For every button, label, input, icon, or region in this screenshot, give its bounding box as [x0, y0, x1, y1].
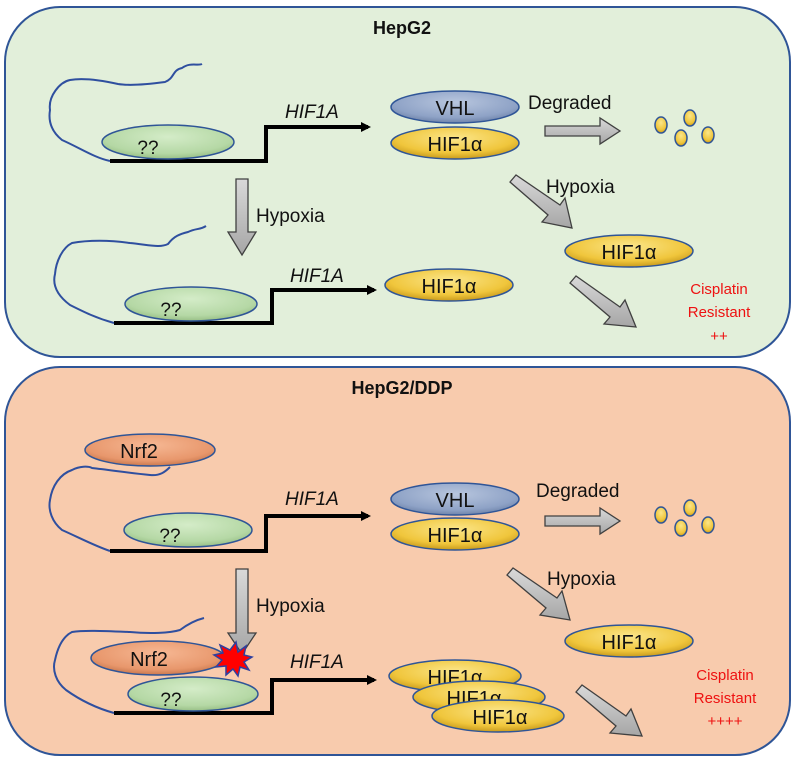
fragment	[654, 506, 668, 524]
gene-label: HIF1A	[285, 489, 339, 510]
unknown-factor-hypoxia	[124, 286, 258, 322]
unknown-factor	[123, 512, 253, 548]
dna-strand-hypoxia	[53, 225, 207, 324]
panel-hepg2-ddp: HepG2/DDP Nrf2 ?? HIF1A VHL HIF1α Degrad…	[4, 366, 791, 756]
degradation-burst-icon	[212, 640, 254, 678]
resistance-line-1: Cisplatin	[696, 667, 754, 684]
dna-strand	[48, 465, 171, 552]
resistance-line-1: Cisplatin	[690, 281, 748, 298]
resistance-level: ++++	[707, 713, 742, 730]
hypoxia-label: Hypoxia	[256, 596, 325, 617]
nrf2-label: Nrf2	[120, 441, 158, 463]
hif1a-stack: HIF1α HIF1α HIF1α	[388, 659, 565, 733]
degraded-label: Degraded	[528, 93, 611, 114]
unknown-factor-hypoxia	[127, 676, 259, 712]
hypoxia-diagonal-arrow	[506, 567, 571, 621]
dna-strand	[48, 63, 203, 162]
hif1a-protein-free	[564, 624, 694, 658]
resistance-arrow	[575, 684, 644, 737]
dna-strand-hypoxia	[53, 617, 205, 714]
fragment	[683, 499, 697, 517]
unknown-factor-label: ??	[160, 300, 181, 321]
hif1a-protein-complexed	[390, 126, 520, 160]
resistance-level: ++	[710, 328, 728, 345]
panel-hepg2-title: HepG2	[373, 18, 431, 38]
unknown-factor-label: ??	[159, 526, 180, 547]
transcription-arrow-hypoxia	[270, 675, 377, 715]
panel-hepg2-rounded-box	[4, 6, 791, 358]
hif1a-protein-free	[564, 234, 694, 268]
gene-label-hypoxia: HIF1A	[290, 652, 344, 673]
panel-hepg2-ddp-rounded-box	[4, 366, 791, 756]
gene-label: HIF1A	[285, 102, 339, 123]
hif1a-stack-item	[431, 699, 565, 733]
fragment	[701, 516, 715, 534]
hif1a-label: HIF1α	[428, 525, 483, 547]
vhl-protein	[390, 482, 520, 516]
vhl-label: VHL	[436, 490, 475, 512]
unknown-factor-label: ??	[137, 138, 158, 159]
unknown-factor-label: ??	[160, 690, 181, 711]
fragment	[683, 109, 697, 127]
fragment	[674, 519, 688, 537]
hif1a-free-label: HIF1α	[602, 632, 657, 654]
resistance-line-2: Resistant	[694, 690, 757, 707]
panel-hepg2: HepG2 ?? HIF1A VHL HIF1α Degraded Hypoxi…	[4, 6, 791, 358]
hypoxia-diagonal-label: Hypoxia	[547, 569, 616, 590]
nrf2-protein	[84, 433, 216, 467]
fragment	[701, 126, 715, 144]
gene-label-hypoxia: HIF1A	[290, 266, 344, 287]
hif1a-protein-complexed	[390, 517, 520, 551]
transcription-arrow-hypoxia	[270, 285, 377, 325]
hif1a-free-label: HIF1α	[602, 242, 657, 264]
hypoxia-label: Hypoxia	[256, 206, 325, 227]
hif1a-stack-label: HIF1α	[473, 707, 528, 729]
hypoxia-diagonal-label: Hypoxia	[546, 177, 615, 198]
hif1a-expressed-label: HIF1α	[422, 276, 477, 298]
vhl-label: VHL	[436, 98, 475, 120]
fragment	[654, 116, 668, 134]
nrf2-label: Nrf2	[130, 649, 168, 671]
unknown-factor	[101, 124, 235, 160]
hypoxia-down-arrow	[226, 568, 258, 656]
transcription-arrow	[264, 511, 371, 553]
degraded-fragments	[654, 499, 715, 537]
degraded-arrow	[544, 116, 622, 146]
hif1a-label: HIF1α	[428, 134, 483, 156]
hypoxia-down-arrow	[226, 178, 258, 257]
resistance-arrow	[569, 275, 638, 328]
transcription-arrow	[264, 122, 371, 163]
degraded-arrow	[544, 506, 622, 536]
degraded-label: Degraded	[536, 481, 619, 502]
resistance-line-2: Resistant	[688, 304, 751, 321]
hypoxia-diagonal-arrow	[509, 174, 573, 229]
panel-hepg2-ddp-title: HepG2/DDP	[351, 378, 452, 398]
vhl-protein	[390, 90, 520, 124]
hif1a-protein-expressed	[384, 268, 514, 302]
fragment	[674, 129, 688, 147]
degraded-fragments	[654, 109, 715, 147]
